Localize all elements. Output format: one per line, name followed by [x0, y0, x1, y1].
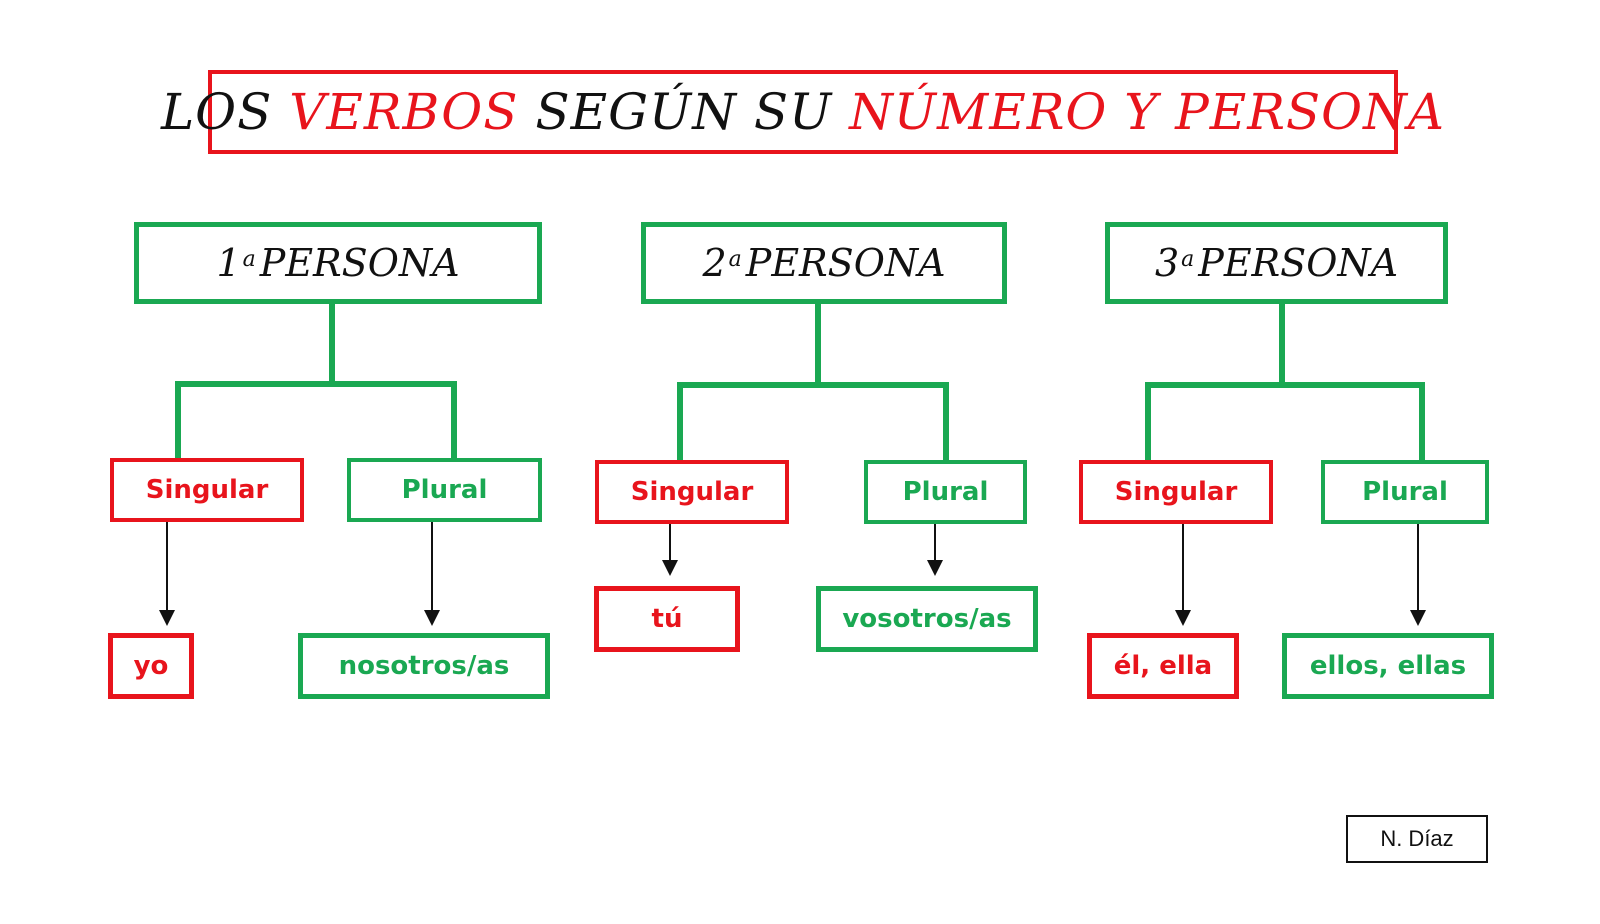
connector-vertical: [1279, 304, 1285, 386]
connector-vertical: [329, 304, 335, 384]
arrow-line: [166, 522, 168, 614]
arrow-line: [431, 522, 433, 614]
pronoun-box-yo: yo: [108, 633, 194, 699]
persona-label: PERSONA: [745, 241, 946, 285]
pronoun-box-vosotros: vosotros/as: [816, 586, 1038, 652]
plural-box-3: Plural: [1321, 460, 1489, 524]
title-part-1: LOS: [160, 83, 290, 141]
arrow-down-icon: [424, 610, 440, 626]
plural-box-2: Plural: [864, 460, 1027, 524]
connector-horizontal: [1145, 382, 1425, 388]
pronoun-box-ellos-ellas: ellos, ellas: [1282, 633, 1494, 699]
persona-number: 1: [216, 241, 241, 285]
singular-box-2: Singular: [595, 460, 789, 524]
author-credit: N. Díaz: [1346, 815, 1488, 863]
plural-box-1: Plural: [347, 458, 542, 522]
connector-horizontal: [175, 381, 457, 387]
title-part-4: NÚMERO Y PERSONA: [849, 83, 1446, 141]
arrow-down-icon: [159, 610, 175, 626]
singular-label: Singular: [630, 477, 754, 507]
arrow-line: [934, 524, 936, 562]
arrow-down-icon: [1410, 610, 1426, 626]
connector-singular: [175, 381, 181, 459]
arrow-down-icon: [1175, 610, 1191, 626]
persona-ordinal: a: [728, 246, 742, 272]
pronoun-box-tu: tú: [594, 586, 740, 652]
persona-label: PERSONA: [1198, 241, 1399, 285]
persona-label: PERSONA: [259, 241, 460, 285]
title-part-2: VERBOS: [289, 83, 519, 141]
arrow-line: [1182, 524, 1184, 614]
pronoun-text: él, ella: [1113, 651, 1213, 681]
author-name: N. Díaz: [1380, 826, 1454, 851]
connector-plural: [943, 382, 949, 460]
singular-box-3: Singular: [1079, 460, 1273, 524]
arrow-line: [1417, 524, 1419, 614]
plural-label: Plural: [902, 477, 989, 507]
pronoun-box-el-ella: él, ella: [1087, 633, 1239, 699]
plural-label: Plural: [1362, 477, 1448, 507]
connector-horizontal: [677, 382, 949, 388]
title-part-3: SEGÚN SU: [518, 83, 850, 141]
connector-singular: [677, 382, 683, 460]
connector-plural: [451, 381, 457, 459]
persona-number: 3: [1154, 241, 1180, 285]
persona-number: 2: [702, 241, 727, 285]
persona-ordinal: a: [242, 246, 256, 272]
persona-ordinal: a: [1181, 246, 1195, 272]
pronoun-text: nosotros/as: [338, 651, 510, 681]
connector-vertical: [815, 304, 821, 386]
pronoun-text: vosotros/as: [842, 604, 1012, 634]
arrow-down-icon: [927, 560, 943, 576]
connector-singular: [1145, 382, 1151, 460]
plural-label: Plural: [401, 475, 488, 505]
singular-label: Singular: [145, 475, 269, 505]
pronoun-text: yo: [133, 651, 169, 681]
singular-label: Singular: [1114, 477, 1238, 507]
arrow-line: [669, 524, 671, 562]
page-title: LOS VERBOS SEGÚN SU NÚMERO Y PERSONA: [161, 70, 1444, 154]
pronoun-text: ellos, ellas: [1309, 651, 1467, 681]
singular-box-1: Singular: [110, 458, 304, 522]
connector-plural: [1419, 382, 1425, 460]
pronoun-text: tú: [651, 604, 683, 634]
arrow-down-icon: [662, 560, 678, 576]
pronoun-box-nosotros: nosotros/as: [298, 633, 550, 699]
